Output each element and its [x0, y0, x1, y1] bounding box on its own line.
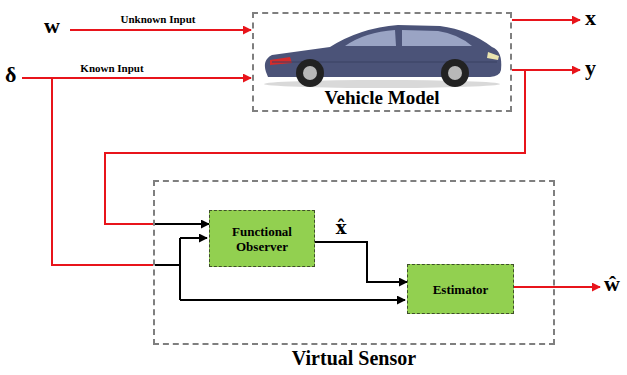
label-holder: y — [585, 56, 596, 80]
label-holder: ŵ — [604, 272, 620, 296]
label-holder: δ — [5, 63, 16, 87]
signal-connector — [315, 242, 407, 282]
car-illustration — [264, 25, 501, 88]
label-holder: w — [44, 14, 60, 38]
signal-name: y — [585, 56, 596, 80]
frame-title: Vehicle Model — [325, 87, 440, 110]
signal-name: δ — [5, 63, 16, 87]
label-holder: Unknown Input — [121, 13, 196, 26]
signal-name: w — [44, 14, 60, 38]
signal-name: x̂ — [336, 217, 347, 239]
signal-wires — [22, 20, 600, 300]
inner-input-wire — [155, 238, 180, 300]
known-input-wire — [22, 77, 251, 79]
estimator-box: Estimator — [407, 264, 514, 314]
connector-segment — [315, 242, 407, 282]
estimator-input-wire — [180, 299, 405, 301]
virtual-sensor-frame: Virtual SensorFunctional ObserverEstimat… — [153, 180, 555, 345]
observer-input-wire — [180, 237, 207, 239]
signal-name: ŵ — [604, 272, 620, 296]
label-holder: Known Input — [80, 62, 143, 75]
label-holder: x — [585, 6, 596, 30]
known-input-branch — [52, 78, 153, 265]
input-caption: Known Input — [80, 62, 143, 75]
block-title: Functional Observer — [216, 224, 308, 254]
connector-segment — [153, 223, 209, 225]
unknown-input-wire — [70, 29, 251, 31]
input-caption: Unknown Input — [121, 13, 196, 26]
estimate-output-wire — [512, 286, 600, 288]
signal-connector — [105, 70, 525, 224]
connector-segment — [105, 70, 525, 224]
signal-name: x — [585, 6, 596, 30]
vehicle-model-frame: Vehicle Model — [252, 12, 512, 112]
block-title: Estimator — [433, 282, 489, 297]
state-output-wire — [512, 19, 580, 21]
edge-label-patch: x̂ — [334, 217, 349, 239]
observer-box: Functional Observer — [209, 210, 315, 267]
frame-title: Virtual Sensor — [292, 347, 416, 369]
